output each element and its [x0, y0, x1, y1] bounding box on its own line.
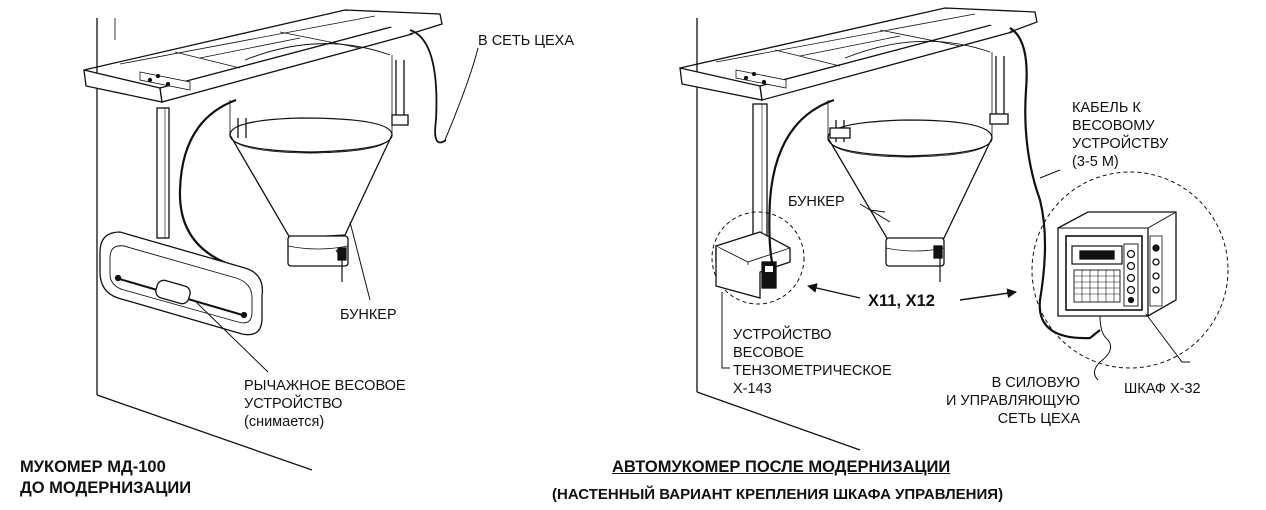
right-leader-lines	[721, 169, 1190, 369]
left-frame	[83, 9, 443, 103]
power-label-line2: И УПРАВЛЯЮЩУЮ	[945, 393, 1080, 409]
right-bunker-label: БУНКЕР	[788, 194, 845, 210]
left-support-column	[156, 107, 170, 239]
right-support-column	[752, 103, 768, 253]
right-caption-line2: (НАСТЕННЫЙ ВАРИАНТ КРЕПЛЕНИЯ ШКАФА УПРАВ…	[552, 486, 1004, 503]
cabinet-label: ШКАФ Х-32	[1124, 381, 1201, 397]
lever-label-line2: УСТРОЙСТВО	[244, 396, 343, 412]
left-caption-line2: ДО МОДЕРНИЗАЦИИ	[20, 479, 192, 497]
device-label-line4: Х-143	[733, 381, 772, 397]
connector-label: X11, X12	[868, 292, 935, 310]
lever-label-line1: РЫЧАЖНОЕ ВЕСОВОЕ	[244, 378, 406, 394]
left-scene	[83, 9, 479, 471]
cable-label-line4: (3-5 М)	[1072, 154, 1119, 170]
right-caption-line1: АВТОМУКОМЕР ПОСЛЕ МОДЕРНИЗАЦИИ	[612, 458, 951, 476]
left-leader-lines	[195, 221, 371, 373]
lever-label-line3: (снимается)	[244, 414, 325, 430]
cable-label-line2: ВЕСОВОМУ	[1072, 118, 1155, 134]
right-cables	[768, 27, 1101, 340]
left-bunker-label: БУНКЕР	[340, 307, 397, 323]
power-label-line1: В СИЛОВУЮ	[991, 375, 1080, 391]
power-label-line3: СЕТЬ ЦЕХА	[997, 411, 1080, 427]
left-lever-scale	[99, 231, 264, 336]
device-label-line1: УСТРОЙСТВО	[733, 327, 832, 343]
connector-arrow	[807, 283, 1017, 301]
right-scene	[679, 7, 1229, 451]
network-label: В СЕТЬ ЦЕХА	[478, 33, 574, 49]
left-caption-line1: МУКОМЕР МД-100	[20, 458, 166, 476]
device-label-line3: ТЕНЗОМЕТРИЧЕСКОЕ	[733, 363, 892, 379]
right-control-cabinet	[1031, 171, 1229, 381]
left-bunker	[229, 43, 409, 282]
left-network-cable	[178, 29, 479, 270]
right-bunker	[827, 40, 1009, 282]
right-frame	[679, 7, 1038, 101]
cable-label-line1: КАБЕЛЬ К	[1072, 100, 1141, 116]
right-tensometric-device	[711, 211, 805, 305]
device-label-line2: ВЕСОВОЕ	[733, 345, 804, 361]
cable-label-line3: УСТРОЙСТВУ	[1072, 136, 1169, 152]
